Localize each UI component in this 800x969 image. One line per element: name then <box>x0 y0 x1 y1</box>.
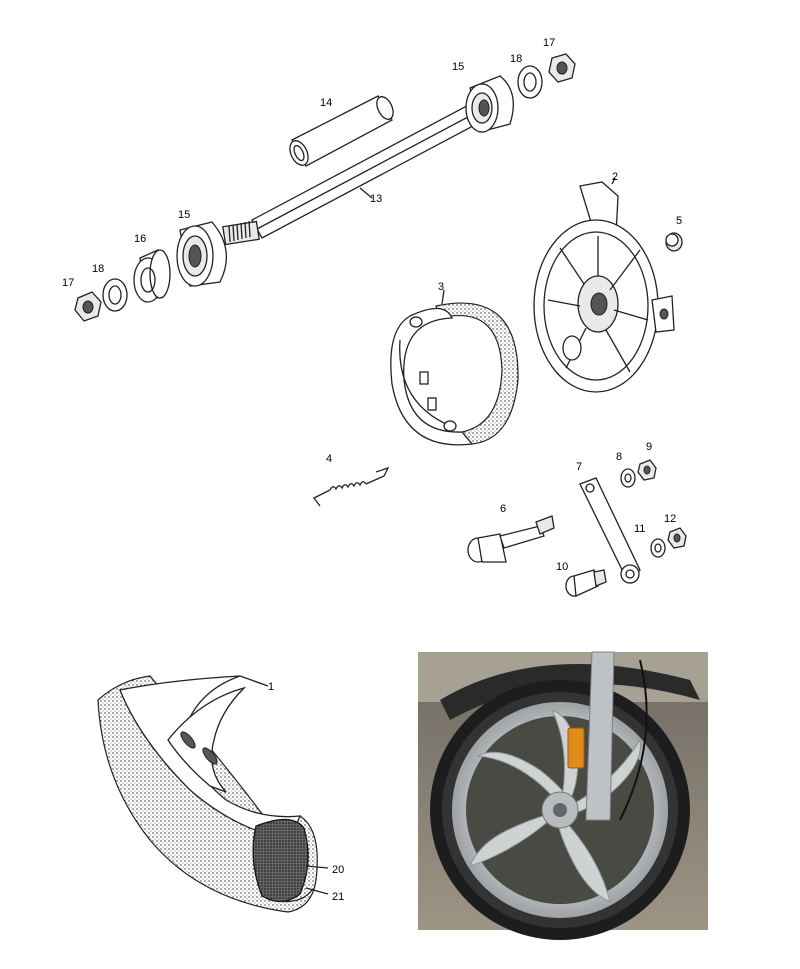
washer-top <box>517 65 543 99</box>
axle-thread <box>222 220 260 246</box>
callout-10: 10 <box>556 561 568 573</box>
callout-3: 3 <box>438 281 444 293</box>
hub-spacer <box>133 249 171 303</box>
callout-21: 21 <box>332 891 344 903</box>
nut-left <box>74 291 102 322</box>
brake-backing-plate <box>533 181 675 393</box>
brake-lever <box>579 477 641 584</box>
callout-13: 13 <box>370 193 382 205</box>
callout-18-top: 18 <box>510 53 522 65</box>
callout-2: 2 <box>612 171 618 183</box>
callout-6: 6 <box>500 503 506 515</box>
return-spring <box>313 466 390 507</box>
washer-left <box>102 278 128 312</box>
leader-lines <box>239 177 616 895</box>
callout-labels: 1 2 3 4 5 6 7 8 9 10 11 12 13 14 15 15 1… <box>62 37 682 903</box>
callout-16: 16 <box>134 233 146 245</box>
callout-12: 12 <box>664 513 676 525</box>
fork-leg <box>585 651 615 821</box>
bearing-left <box>176 221 227 287</box>
callout-20: 20 <box>332 864 344 876</box>
reflector <box>567 727 585 769</box>
mudguard <box>440 664 700 720</box>
brake-cam <box>467 515 555 563</box>
nut-12 <box>667 527 687 549</box>
callout-11: 11 <box>634 523 645 535</box>
callout-18-left: 18 <box>92 263 104 275</box>
callout-9: 9 <box>646 441 652 453</box>
callout-15-left: 15 <box>178 209 190 221</box>
front-wheel-photo <box>418 651 708 940</box>
callout-1: 1 <box>268 681 274 693</box>
axle <box>222 99 489 246</box>
nut-top <box>548 53 576 83</box>
pivot-pin <box>565 569 607 597</box>
nut-9 <box>637 459 657 481</box>
callout-8: 8 <box>616 451 622 463</box>
brake-shoes <box>390 302 519 446</box>
callout-17-left: 17 <box>62 277 74 289</box>
callout-7: 7 <box>576 461 582 473</box>
brake-cable <box>619 659 648 821</box>
wheel-rim-section <box>97 675 318 913</box>
callout-14: 14 <box>320 97 332 109</box>
plug <box>665 232 683 252</box>
spacer-tube <box>289 95 394 167</box>
bearing-top <box>465 75 514 133</box>
washer-11 <box>650 538 666 558</box>
callout-4: 4 <box>326 453 332 465</box>
callout-17-top: 17 <box>543 37 555 49</box>
washer-8 <box>620 468 636 488</box>
callout-5: 5 <box>676 215 682 227</box>
callout-15-top: 15 <box>452 61 464 73</box>
